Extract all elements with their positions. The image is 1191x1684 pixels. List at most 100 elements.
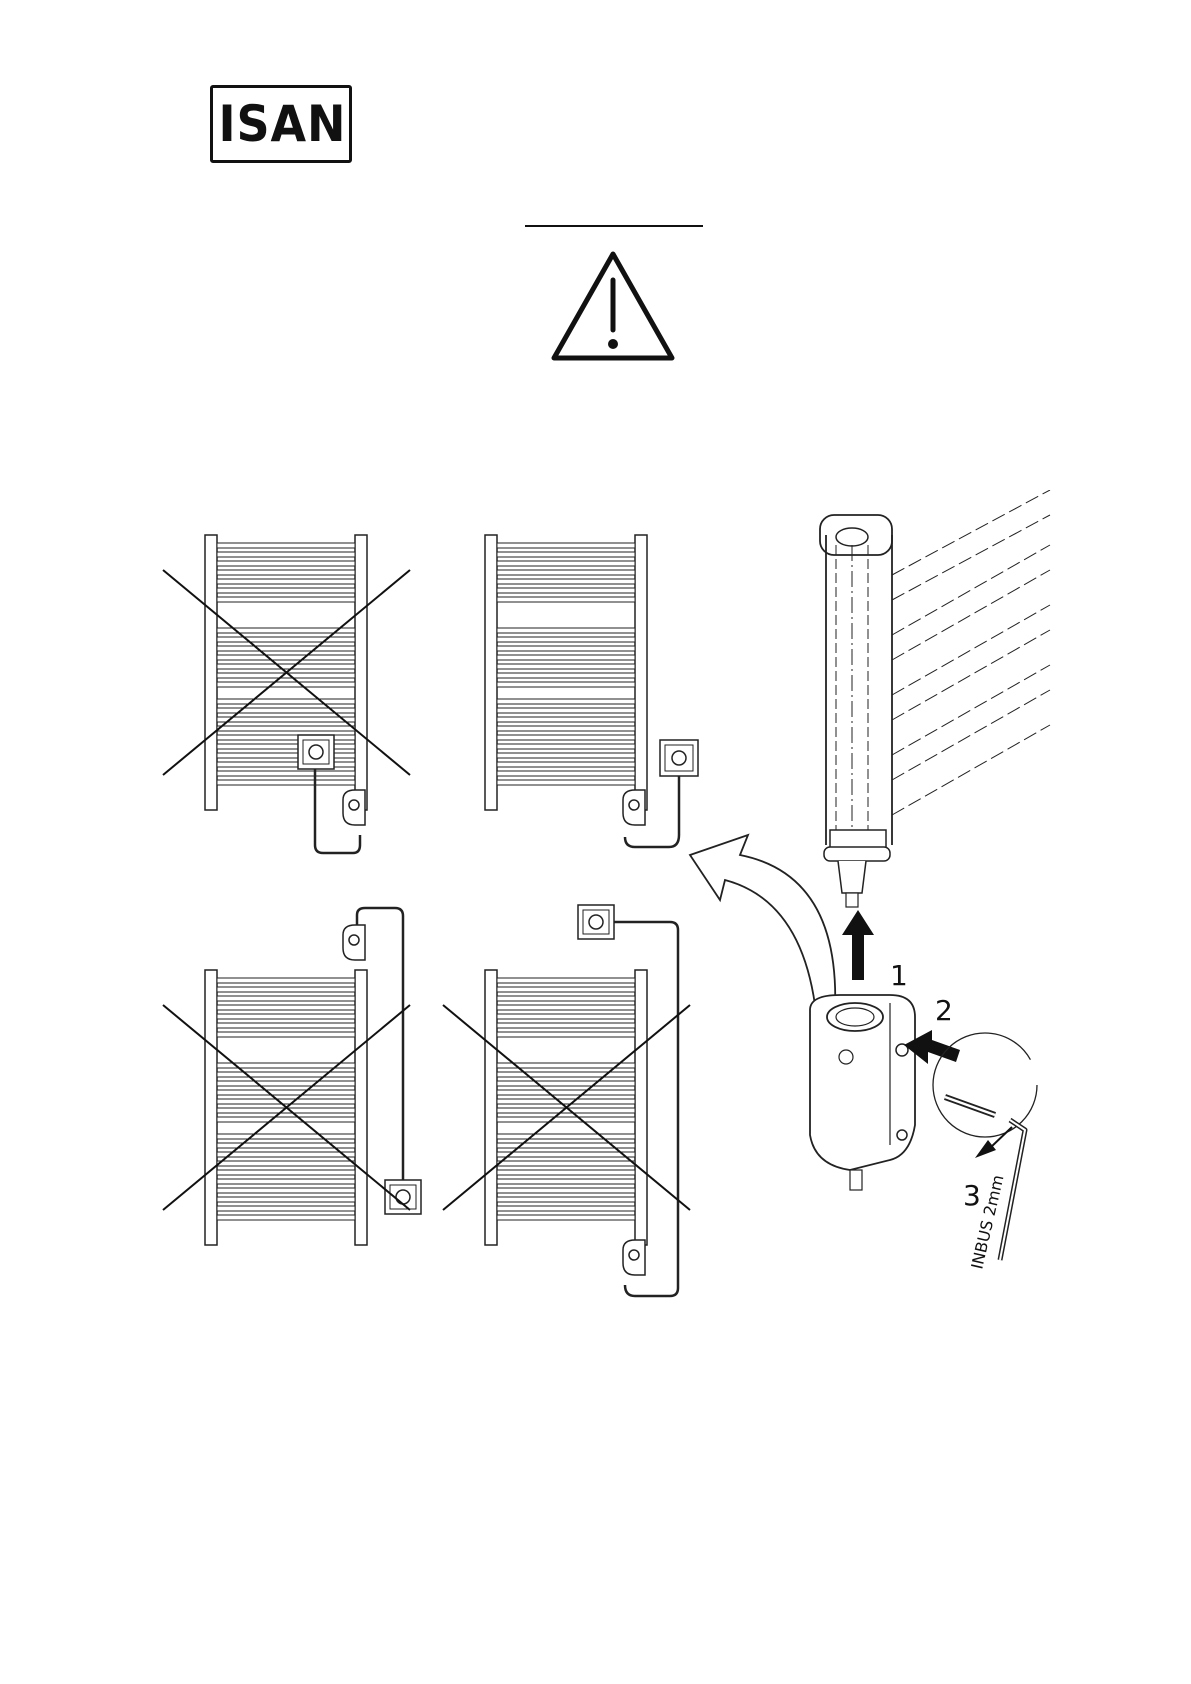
radiator-rail [217,726,355,731]
radiator-rail [497,735,635,740]
radiator-rail [497,664,635,669]
radiator-rail [217,780,355,785]
radiator-rail [217,664,355,669]
radiator-rail [497,1090,635,1095]
radiator-rail [497,1161,635,1166]
radiator-rail [497,1152,635,1157]
step-2-label: 2 [935,994,953,1027]
radiator-rail [217,543,355,548]
radiator-rail [497,1188,635,1193]
radiator-rail [497,579,635,584]
radiator-rail [497,1134,635,1139]
radiator-rail [217,1152,355,1157]
radiator-rail [217,1134,355,1139]
radiator-rail [217,717,355,722]
radiator-rail [217,1206,355,1211]
radiator-rail [217,1090,355,1095]
title-rule [525,225,703,227]
radiator-rail [217,597,355,602]
radiator-rail [497,552,635,557]
radiator-rail [497,780,635,785]
radiator-rail [217,699,355,704]
radiator-rail [497,1072,635,1077]
radiator-rail [497,753,635,758]
radiator-rail [497,699,635,704]
radiator-rail [217,1188,355,1193]
radiator-rail [497,1005,635,1010]
curved-arrow [690,835,835,1010]
radiator-rail [497,673,635,678]
radiator-rail [217,646,355,651]
radiator-rail [497,717,635,722]
installation-diagram: 1 2 3 INBUS 2mm [0,490,1191,1340]
radiator-rail [217,655,355,660]
logo-text: ISAN [218,94,343,154]
isan-logo: ISAN [210,85,352,163]
radiator-wrong-3 [443,905,690,1296]
radiator-correct [485,535,698,847]
radiator-rail [497,978,635,983]
radiator-rail [497,1014,635,1019]
radiator-rail [217,1023,355,1028]
radiator-rail [217,588,355,593]
radiator-rail [217,561,355,566]
radiator-rail [497,771,635,776]
radiator-rail [497,543,635,548]
radiator-rail [497,682,635,687]
thermostat-unit [810,995,915,1190]
radiator-rail [217,1197,355,1202]
arrow-up-1 [842,910,874,980]
radiator-rail [217,552,355,557]
radiator-wrong-1 [163,535,410,853]
radiator-rail [497,1197,635,1202]
radiator-rail [217,1161,355,1166]
screw-detail [933,1033,1037,1137]
radiator-rail [217,1099,355,1104]
radiator-rail [217,771,355,776]
radiator-rail [497,762,635,767]
radiator-rail [497,597,635,602]
radiator-rail [217,996,355,1001]
radiator-rail [217,1014,355,1019]
radiator-rail [497,726,635,731]
radiator-rail [497,1099,635,1104]
radiator-rail [497,996,635,1001]
radiator-rail [497,637,635,642]
radiator-rail [497,1215,635,1220]
radiator-rail [217,1072,355,1077]
radiator-rail [497,646,635,651]
radiator-rail [217,987,355,992]
radiator-rail [217,570,355,575]
radiator-wrong-2 [163,908,421,1245]
radiator-rail [217,1215,355,1220]
radiator-rail [497,561,635,566]
radiator-rail [217,1179,355,1184]
radiator-rail [497,1117,635,1122]
radiator-rail [217,1170,355,1175]
radiator-rail [217,637,355,642]
step-1-label: 1 [890,959,908,992]
radiator-rail [497,628,635,633]
radiator-rail [497,744,635,749]
radiator-rail [497,1170,635,1175]
radiator-rail [497,570,635,575]
radiator-rail [217,1032,355,1037]
radiator-rail [497,588,635,593]
radiator-rail [217,579,355,584]
radiator-rail [497,1179,635,1184]
radiator-rail [217,1117,355,1122]
radiator-rail [497,655,635,660]
radiator-rail [217,682,355,687]
warning-icon [548,248,678,365]
heating-element [820,490,1050,907]
radiator-rail [217,1005,355,1010]
radiator-rail [497,1081,635,1086]
radiator-rail [217,978,355,983]
step-3-label: 3 [963,1179,981,1212]
radiator-rail [497,1206,635,1211]
radiator-rail [497,987,635,992]
radiator-rail [497,1032,635,1037]
radiator-rail [497,1023,635,1028]
radiator-rail [497,708,635,713]
radiator-rail [217,1081,355,1086]
